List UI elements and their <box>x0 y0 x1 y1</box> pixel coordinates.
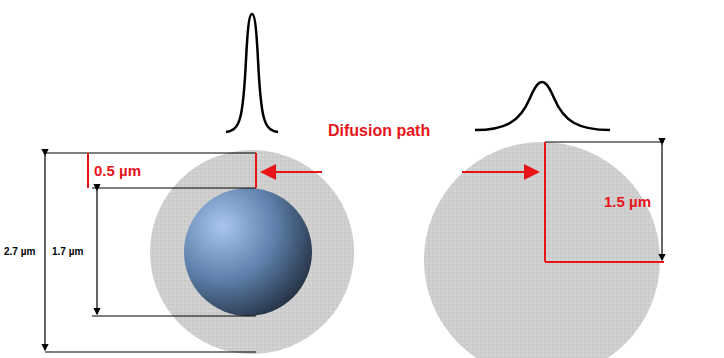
dimension-lines <box>45 153 256 352</box>
dimension-label: 1.7 µm <box>52 246 83 257</box>
callout-text: Difusion path <box>328 122 430 140</box>
fully-porous-particle <box>424 142 660 358</box>
dimension-label: 0.5 µm <box>94 163 141 180</box>
red-dimension <box>545 142 664 262</box>
red-dimension <box>88 153 256 188</box>
solid-core <box>184 188 312 316</box>
broad-peak <box>475 82 610 130</box>
pointer-arrows <box>262 171 538 173</box>
dimension-label: 1.5 µm <box>604 194 651 211</box>
porous-shell <box>150 150 354 354</box>
narrow-peak <box>226 14 278 132</box>
dimension-lines <box>545 142 664 260</box>
dimension-label: 2.7 µm <box>4 246 35 257</box>
